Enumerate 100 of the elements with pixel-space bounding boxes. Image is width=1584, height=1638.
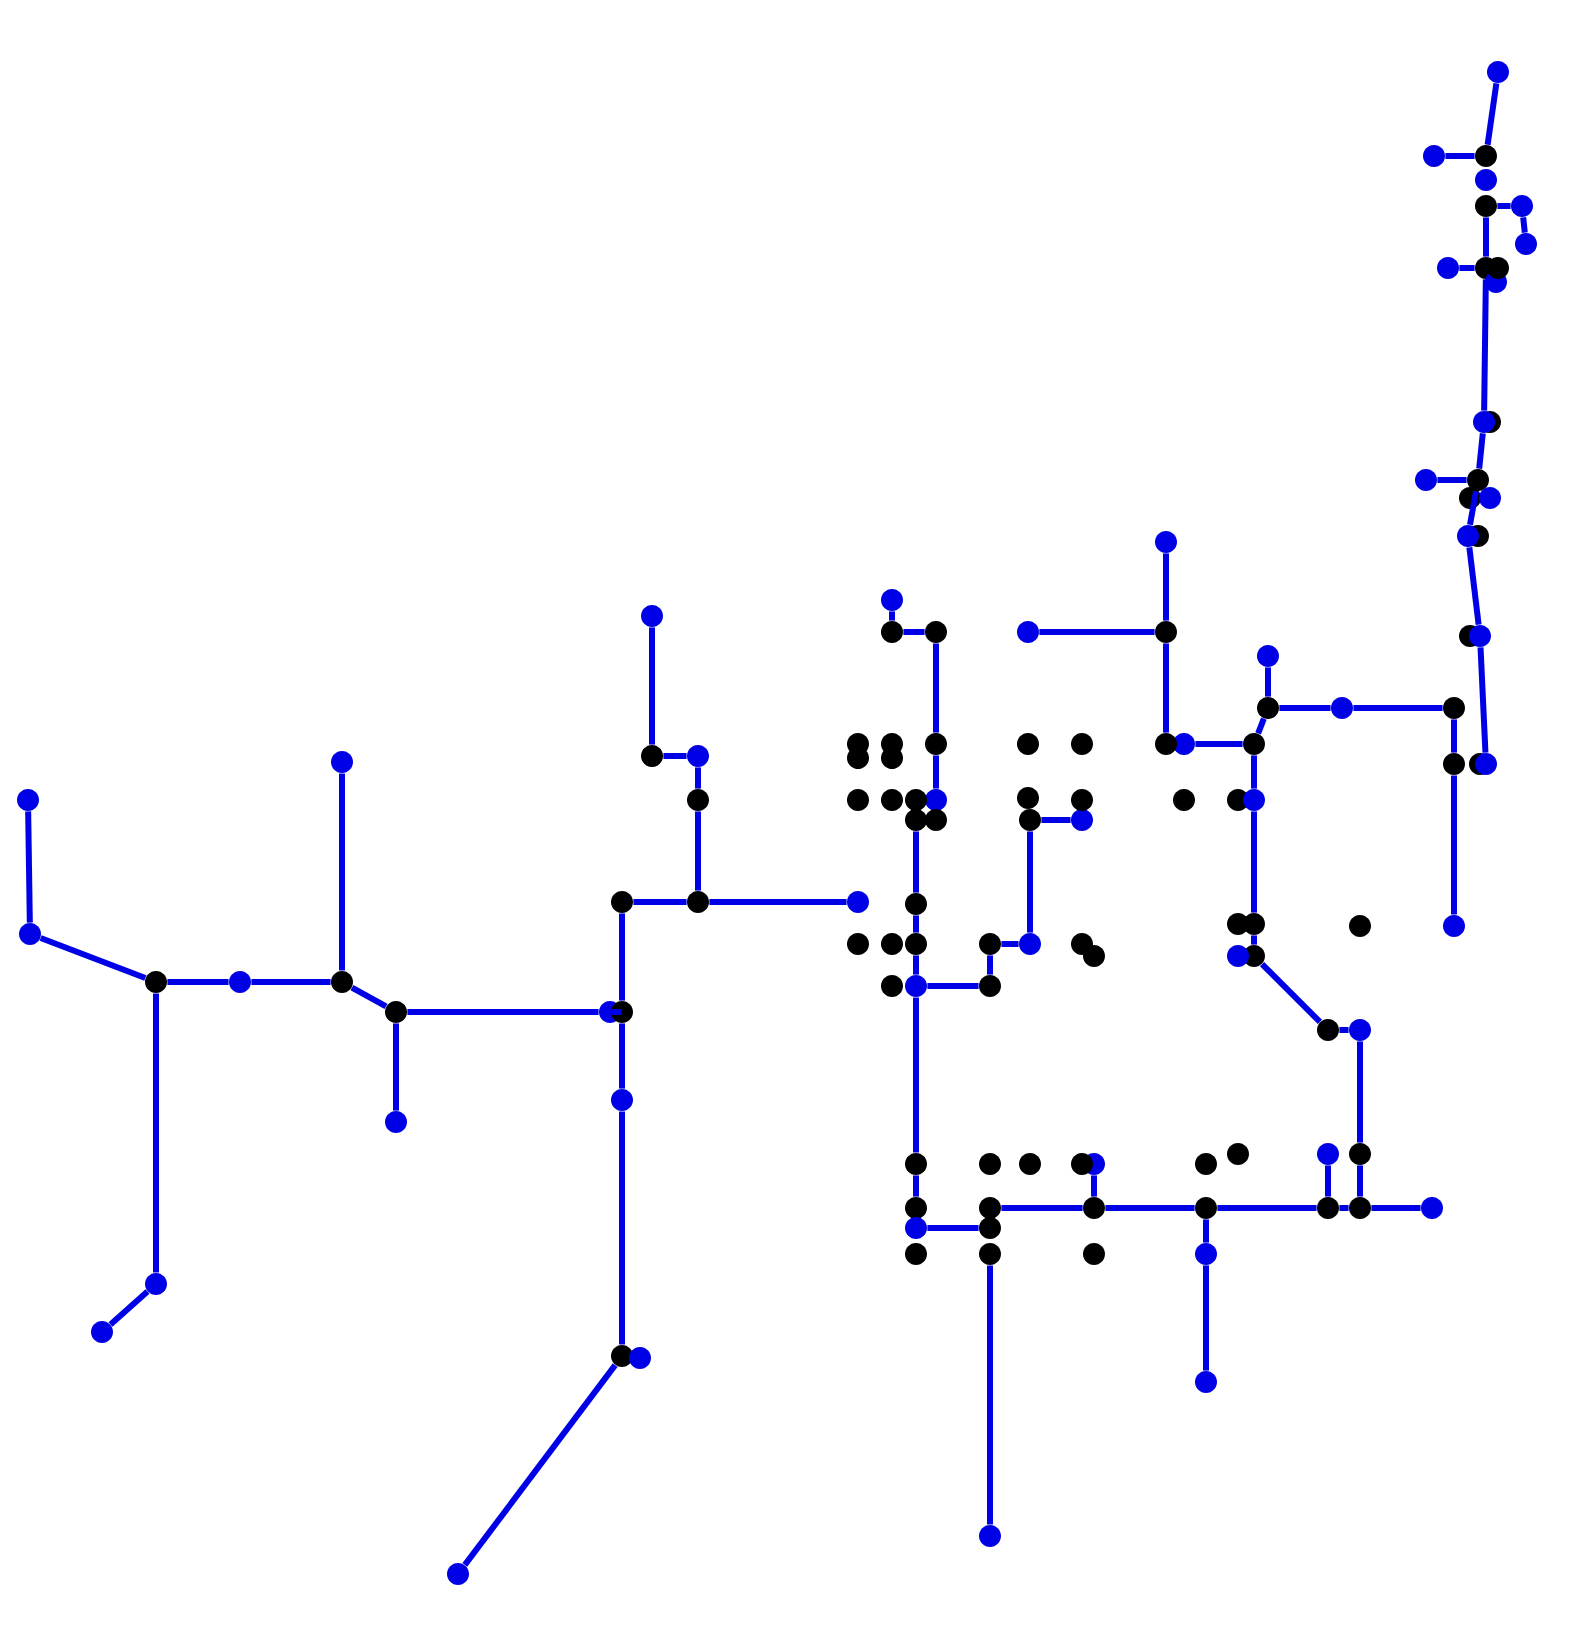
network-line <box>339 773 345 971</box>
network-line <box>1481 279 1489 411</box>
network-dot <box>925 809 947 831</box>
network-dot <box>611 1089 633 1111</box>
network-dot <box>1227 945 1249 967</box>
network-dot <box>641 605 663 627</box>
network-line <box>1217 1205 1317 1211</box>
network-dot <box>1511 195 1533 217</box>
network-line <box>695 811 701 891</box>
network-dot <box>1423 145 1445 167</box>
network-dot <box>1083 1197 1105 1219</box>
network-line <box>25 811 33 923</box>
network-dot <box>979 1217 1001 1239</box>
network-dot <box>881 589 903 611</box>
network-line <box>933 643 939 733</box>
network-line <box>1466 546 1482 626</box>
network-dot <box>1317 1019 1339 1041</box>
network-dot <box>91 1321 113 1343</box>
network-line <box>1497 203 1511 209</box>
network-line <box>913 955 919 975</box>
network-dot <box>1195 1153 1217 1175</box>
network-dot <box>1437 257 1459 279</box>
network-line <box>927 983 979 989</box>
network-line <box>1325 1165 1331 1197</box>
network-line <box>1203 1265 1209 1371</box>
network-line <box>1195 741 1243 747</box>
network-dot <box>1071 1153 1093 1175</box>
network-dot <box>1349 1019 1371 1041</box>
network-dot <box>145 1273 167 1295</box>
network-line <box>407 1009 599 1015</box>
network-line <box>695 767 701 789</box>
network-dot <box>611 1001 633 1023</box>
network-dot <box>925 789 947 811</box>
network-dot <box>687 789 709 811</box>
network-dot <box>925 733 947 755</box>
network-dot <box>881 933 903 955</box>
network-line <box>1251 755 1257 789</box>
network-line <box>619 1023 625 1089</box>
network-line <box>1001 941 1019 947</box>
network-dot <box>847 891 869 913</box>
network-dot <box>905 933 927 955</box>
network-dot <box>1173 733 1195 755</box>
network-dot <box>611 891 633 913</box>
network-dot <box>1467 469 1489 491</box>
network-dot <box>847 933 869 955</box>
network-dot <box>925 621 947 643</box>
network-line <box>1163 643 1169 733</box>
network-dot <box>979 933 1001 955</box>
network-line <box>1203 1219 1209 1243</box>
network-line <box>1451 775 1457 915</box>
network-line <box>1476 433 1486 469</box>
network-dot <box>229 971 251 993</box>
network-dot <box>1243 733 1265 755</box>
network-dot <box>905 789 927 811</box>
network-line <box>1259 961 1323 1025</box>
network-dot <box>1019 809 1041 831</box>
network-line <box>610 1009 622 1015</box>
network-dot <box>979 975 1001 997</box>
network-dot <box>1443 697 1465 719</box>
network-line <box>933 755 939 789</box>
network-dot <box>1155 621 1177 643</box>
network-dot <box>1515 233 1537 255</box>
network-dot <box>979 1243 1001 1265</box>
network-dot <box>1017 733 1039 755</box>
network-dot <box>1349 915 1371 937</box>
network-line <box>153 993 159 1273</box>
network-dot <box>1317 1197 1339 1219</box>
network-dot <box>1487 61 1509 83</box>
network-line <box>251 979 331 985</box>
network-dot <box>17 789 39 811</box>
network-line <box>1339 1205 1349 1211</box>
network-dot <box>19 923 41 945</box>
network-dot <box>881 621 903 643</box>
network-line <box>1163 553 1169 621</box>
network-line <box>1371 1205 1421 1211</box>
network-dot <box>331 751 353 773</box>
network-dot <box>1083 945 1105 967</box>
network-dot <box>1173 789 1195 811</box>
network-dot <box>881 789 903 811</box>
network-dot <box>1317 1143 1339 1165</box>
network-dot <box>1017 787 1039 809</box>
network-dot <box>1071 809 1093 831</box>
network-dot <box>1459 487 1481 509</box>
network-dot <box>847 747 869 769</box>
network-dot <box>905 893 927 915</box>
network-line <box>1451 719 1457 753</box>
network-dot <box>979 1153 1001 1175</box>
network-line <box>1467 490 1479 526</box>
network-line <box>1437 477 1467 483</box>
network-dot <box>1083 1243 1105 1265</box>
network-line <box>913 915 919 933</box>
network-line <box>108 1289 150 1327</box>
network-dot <box>881 747 903 769</box>
network-line <box>1520 217 1528 233</box>
network-line <box>1105 1205 1195 1211</box>
network-dot <box>1457 525 1479 547</box>
network-dot <box>1479 487 1501 509</box>
network-dot <box>905 1197 927 1219</box>
network-dot <box>881 975 903 997</box>
network-dot <box>1019 933 1041 955</box>
